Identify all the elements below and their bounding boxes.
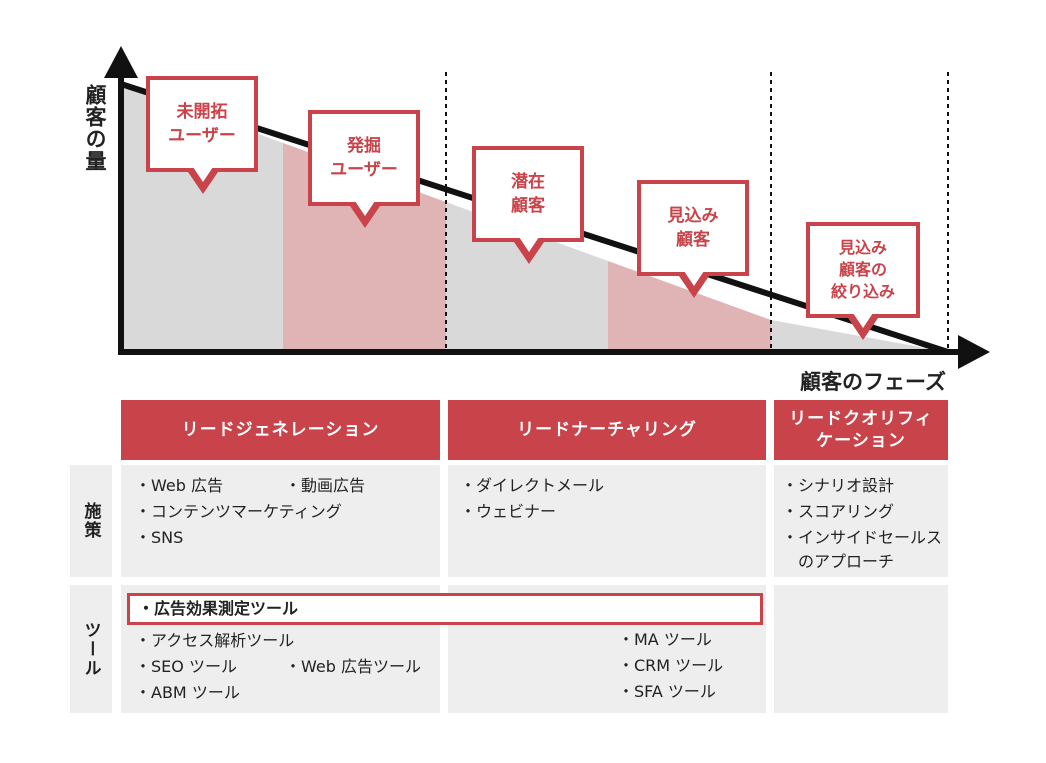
row-header-tools: ツール — [70, 585, 112, 713]
y-axis-label: 顧客の量 — [83, 84, 107, 172]
bubble-discovered-users: 発掘 ユーザー — [308, 110, 420, 206]
measures-qualification-cell: ・シナリオ設計 ・スコアリング ・インサイドセールス のアプローチ — [774, 465, 948, 577]
list-item: ・コンテンツマーケティング — [135, 502, 342, 521]
bubble-qualified-prospects: 見込み 顧客の 絞り込み — [806, 222, 920, 318]
list-item: ・Web 広告ツール — [285, 657, 421, 676]
y-axis-arrow — [104, 46, 138, 78]
highlighted-tool: ・広告効果測定ツール — [127, 593, 763, 625]
measures-nurturing-cell: ・ダイレクトメール ・ウェビナー — [448, 465, 766, 577]
bubble-tail-inner — [193, 167, 213, 182]
list-item: ・CRM ツール — [618, 656, 724, 675]
phase-lead-generation: リードジェネレーション — [121, 400, 440, 460]
list-item: ・SFA ツール — [618, 682, 716, 701]
list-item: ・シナリオ設計 — [782, 476, 895, 495]
x-axis-label: 顧客のフェーズ — [800, 370, 946, 394]
bubble-untapped-users: 未開拓 ユーザー — [146, 76, 258, 172]
list-item: ・ABM ツール — [135, 683, 240, 702]
bubble-tail-inner — [684, 271, 704, 286]
list-item: ・アクセス解析ツール — [135, 631, 295, 650]
list-item: ・SEO ツール — [135, 657, 237, 676]
list-item: ・MA ツール — [618, 630, 712, 649]
bubble-tail-inner — [853, 313, 873, 328]
list-item: ・ウェビナー — [460, 502, 557, 521]
list-item: ・Web 広告 — [135, 476, 223, 495]
list-item: ・インサイドセールス のアプローチ — [782, 528, 943, 571]
bubble-tail-inner — [519, 237, 539, 252]
list-item: ・SNS — [135, 528, 184, 547]
list-item: ・動画広告 — [285, 476, 366, 495]
tools-qualification-cell — [774, 585, 948, 713]
bubble-potential-customers: 潜在 顧客 — [472, 146, 584, 242]
phase-lead-qualification: リードクオリフィ ケーション — [774, 400, 948, 460]
row-header-measures: 施策 — [70, 465, 112, 577]
phase-lead-nurturing: リードナーチャリング — [448, 400, 766, 460]
bubble-prospects: 見込み 顧客 — [637, 180, 749, 276]
segment-prospect — [608, 261, 771, 352]
x-axis-arrow — [958, 335, 990, 369]
list-item: ・スコアリング — [782, 502, 895, 521]
bubble-tail-inner — [355, 201, 375, 216]
list-item: ・ダイレクトメール — [460, 476, 605, 495]
measures-generation-cell: ・Web 広告 ・動画広告 ・コンテンツマーケティング ・SNS — [121, 465, 440, 577]
